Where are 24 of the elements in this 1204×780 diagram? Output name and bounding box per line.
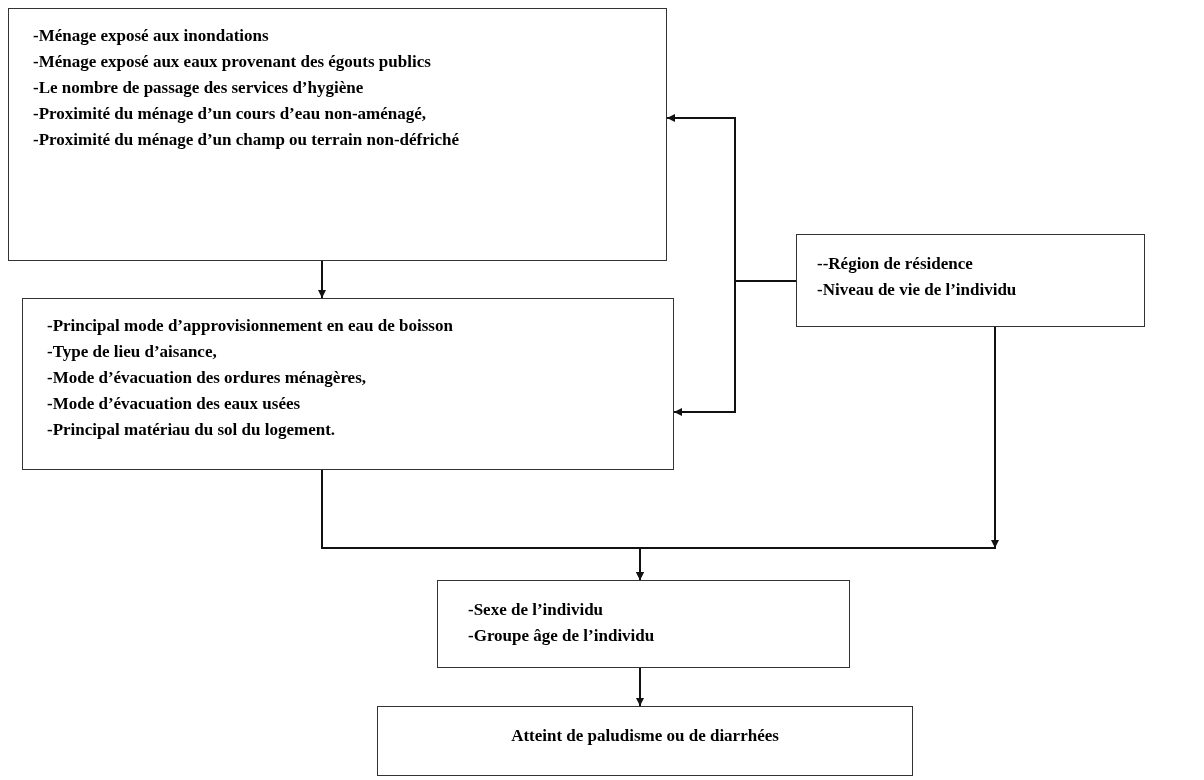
arrow	[636, 326, 996, 581]
box-text: Atteint de paludisme ou de diarrhées	[510, 725, 780, 747]
box-text: -Groupe âge de l’individu	[468, 625, 656, 647]
text-box	[796, 234, 1145, 327]
box-text: -Niveau de vie de l’individu	[817, 279, 1018, 301]
arrow	[673, 280, 797, 416]
text-box	[437, 580, 850, 668]
box-text: -Mode d’évacuation des ordures ménagères,	[47, 367, 368, 389]
box-text: -Type de lieu d’aisance,	[47, 341, 218, 363]
box-text: -Le nombre de passage des services d’hygiène	[33, 77, 365, 99]
arrow	[636, 667, 644, 707]
text-box	[22, 298, 674, 470]
box-text: -Mode d’évacuation des eaux usées	[47, 393, 302, 415]
box-text: -Principal mode d’approvisionnement en eau de boisson	[47, 315, 454, 337]
box-text: -Ménage exposé aux eaux provenant des égouts publics	[33, 51, 432, 73]
arrow	[318, 260, 326, 299]
text-box	[377, 706, 913, 776]
box-text: -Proximité du ménage d’un cours d’eau non-aménagé,	[33, 103, 428, 125]
box-text: --Région de résidence	[817, 253, 974, 275]
text-box	[8, 8, 667, 261]
box-text: -Principal matériau du sol du logement.	[47, 419, 337, 441]
box-text: -Ménage exposé aux inondations	[33, 25, 270, 47]
box-text: -Sexe de l’individu	[468, 599, 605, 621]
box-text: -Proximité du ménage d’un champ ou terrain non-défriché	[33, 129, 461, 151]
